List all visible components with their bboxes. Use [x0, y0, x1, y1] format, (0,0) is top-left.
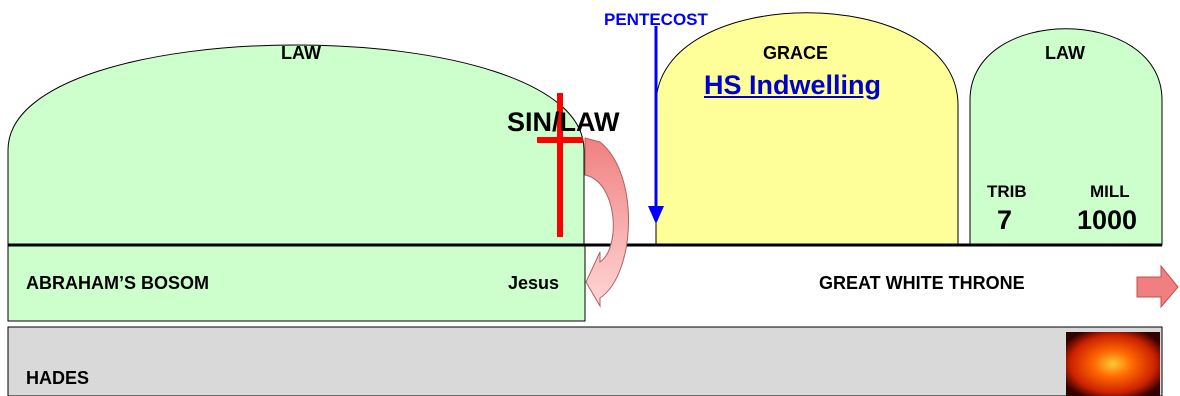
mill-value: 1000 [1077, 205, 1138, 235]
law-dome-right [969, 28, 1163, 246]
trib-label: TRIB [987, 182, 1027, 201]
abrahams-bosom-box [7, 244, 586, 322]
law-dome-left [7, 44, 585, 246]
hades-box [7, 326, 1163, 396]
grace-dome [655, 12, 959, 246]
curved-arrow-icon [584, 137, 629, 308]
mill-label: MILL [1090, 182, 1130, 201]
hs-indwelling-link[interactable]: HS Indwelling [704, 70, 882, 100]
great-white-throne-label: GREAT WHITE THRONE [819, 273, 1025, 293]
trib-value: 7 [997, 205, 1013, 235]
jesus-label: Jesus [508, 273, 560, 293]
pentecost-label: PENTECOST [604, 10, 708, 29]
law-left-label: LAW [281, 43, 321, 63]
hades-label: HADES [26, 368, 90, 388]
grace-label: GRACE [763, 43, 829, 63]
down-arrow-icon [648, 26, 664, 224]
law-right-label: LAW [1045, 43, 1085, 63]
right-arrow-icon [1136, 264, 1179, 309]
sin-law-label: SIN/LAW [507, 107, 620, 137]
cross-icon [537, 93, 583, 237]
abrahams-bosom-label: ABRAHAM’S BOSOM [26, 273, 209, 293]
sun-icon [1066, 332, 1160, 396]
